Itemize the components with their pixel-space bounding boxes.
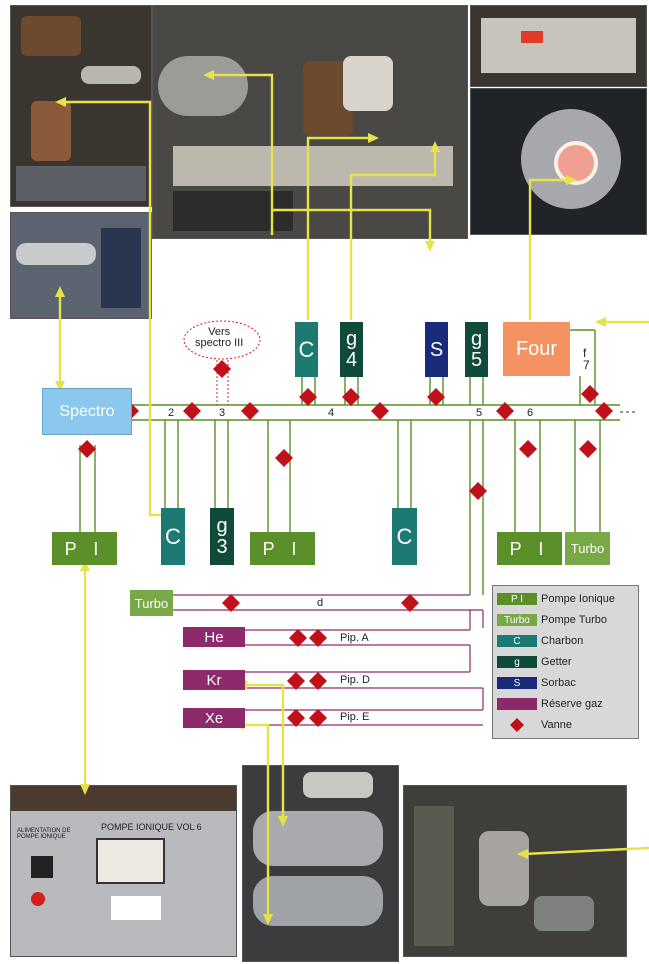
legend-swatch: Turbo (497, 614, 537, 626)
legend-item: Turbo Pompe Turbo (497, 613, 607, 627)
gas-reserve-xe[interactable]: Xe (183, 708, 245, 728)
valve[interactable] (519, 440, 537, 458)
legend-swatch: g (497, 656, 537, 668)
four-box[interactable]: Four (503, 322, 570, 376)
legend-item: S Sorbac (497, 676, 576, 690)
ion-pump-box-middle[interactable]: P I (250, 532, 315, 565)
ion-pump-box-right[interactable]: P I (497, 532, 562, 565)
legend-swatch: P I (497, 593, 537, 605)
spectro-box[interactable]: Spectro (42, 388, 132, 435)
carbon-box-middle[interactable]: C (392, 508, 417, 565)
getter-box-4[interactable]: g 4 (340, 322, 363, 377)
valve[interactable] (579, 440, 597, 458)
legend-swatch (497, 698, 537, 710)
section-label-4: 4 (328, 408, 334, 419)
section-label-3: 3 (219, 408, 225, 419)
section-label-5: 5 (476, 408, 482, 419)
valve[interactable] (309, 629, 327, 647)
legend-label: Vanne (541, 719, 572, 731)
legend-item: P I Pompe Ionique (497, 592, 615, 606)
carbon-box-left[interactable]: C (161, 508, 185, 565)
legend-item: Réserve gaz (497, 697, 603, 711)
valve[interactable] (581, 385, 599, 403)
f7-label: f 7 (583, 347, 590, 371)
valve[interactable] (289, 629, 307, 647)
carbon-box-top[interactable]: C (295, 322, 318, 377)
valve[interactable] (469, 482, 487, 500)
line-label-d: d (317, 598, 323, 609)
valve[interactable] (309, 672, 327, 690)
legend-item: g Getter (497, 655, 572, 669)
pipette-label-e: Pip. E (340, 712, 369, 723)
vers-spectro-label: Vers spectro III (195, 327, 243, 349)
getter-box-3[interactable]: g 3 (210, 508, 234, 565)
legend-label: Getter (541, 656, 572, 668)
pipette-label-a: Pip. A (340, 633, 369, 644)
legend-swatch (497, 719, 537, 731)
valve[interactable] (309, 709, 327, 727)
valve[interactable] (401, 594, 419, 612)
legend-label: Sorbac (541, 677, 576, 689)
legend-swatch: C (497, 635, 537, 647)
legend-label: Réserve gaz (541, 698, 603, 710)
getter-box-5[interactable]: g 5 (465, 322, 488, 377)
pipette-label-d: Pip. D (340, 675, 370, 686)
legend-label: Charbon (541, 635, 583, 647)
valve[interactable] (222, 594, 240, 612)
legend-swatch: S (497, 677, 537, 689)
section-label-6: 6 (527, 408, 533, 419)
legend-item: C Charbon (497, 634, 583, 648)
valve[interactable] (287, 672, 305, 690)
valve[interactable] (213, 360, 231, 378)
legend-label: Pompe Ionique (541, 593, 615, 605)
sorbac-box[interactable]: S (425, 322, 448, 377)
turbo-pump-box-right[interactable]: Turbo (565, 532, 610, 565)
gas-reserve-he[interactable]: He (183, 627, 245, 647)
turbo-pump-box-left[interactable]: Turbo (130, 590, 173, 616)
legend-item: Vanne (497, 718, 572, 732)
ion-pump-box-left[interactable]: P I (52, 532, 117, 565)
valve[interactable] (287, 709, 305, 727)
section-label-2: 2 (168, 408, 174, 419)
gas-reserve-kr[interactable]: Kr (183, 670, 245, 690)
legend-label: Pompe Turbo (541, 614, 607, 626)
